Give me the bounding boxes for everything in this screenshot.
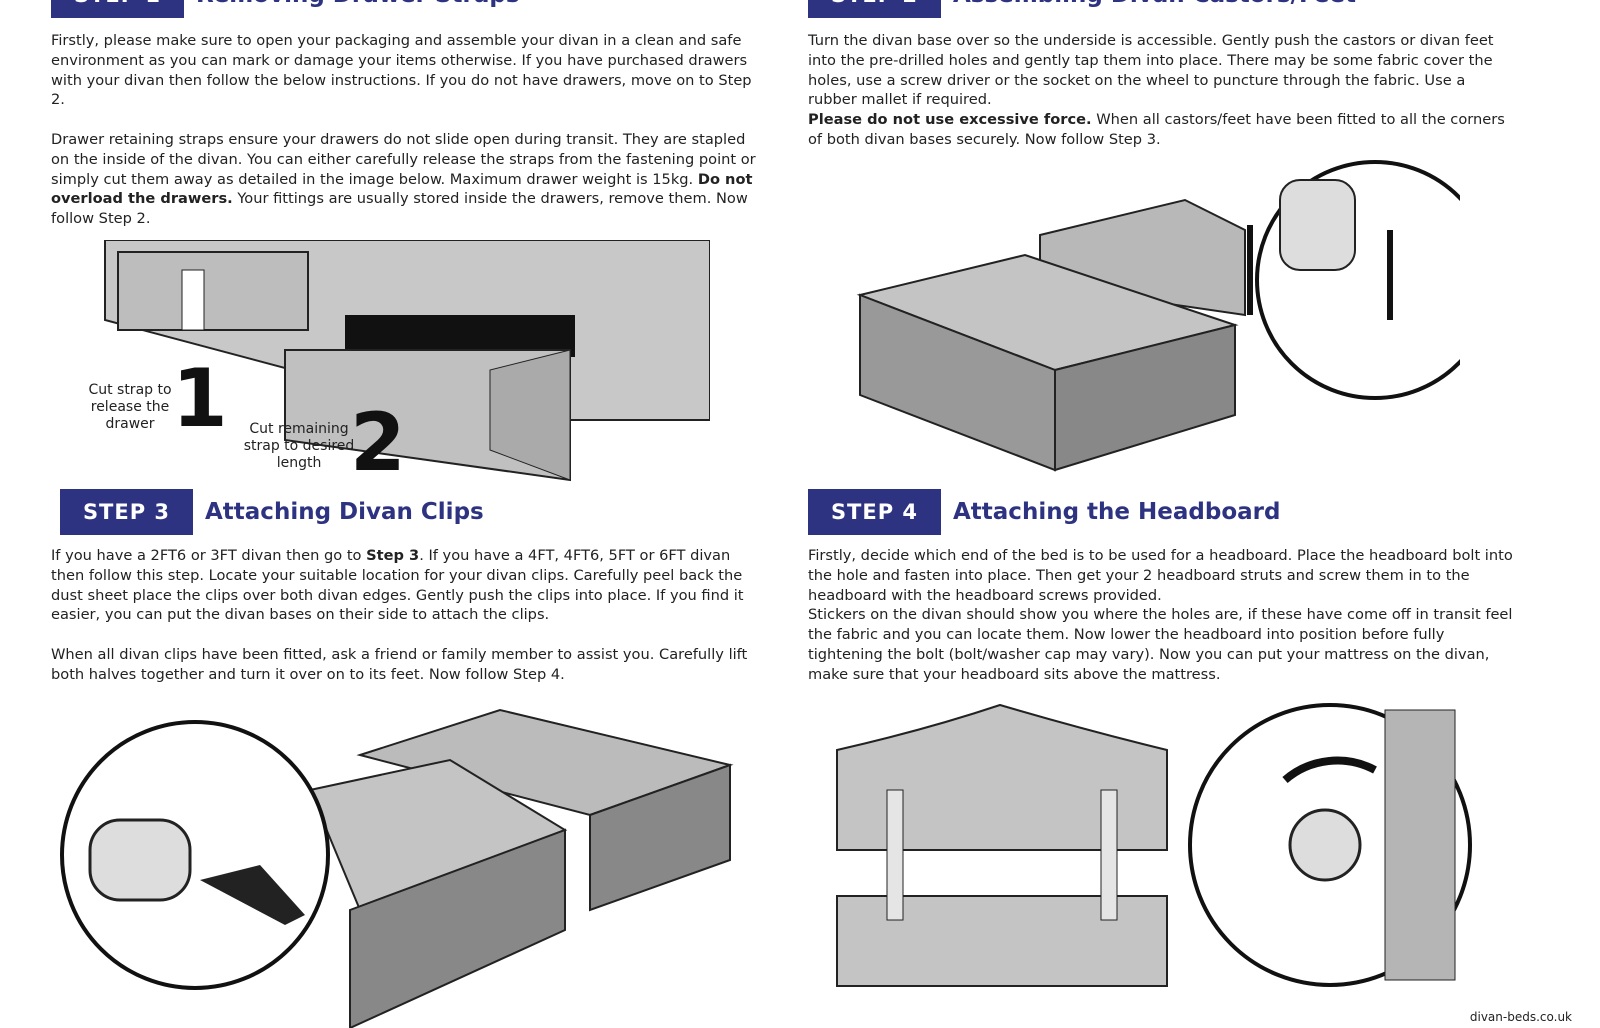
step1-text: Firstly, please make sure to open your p… bbox=[51, 31, 756, 229]
step3-para1: If you have a 2FT6 or 3FT divan then go … bbox=[51, 546, 761, 625]
step1-header: STEP 1 Removing Drawer Straps bbox=[51, 0, 520, 18]
step2-para1: Turn the divan base over so the undersid… bbox=[808, 32, 1494, 109]
step1-para2: Drawer retaining straps ensure your draw… bbox=[51, 130, 756, 229]
step3-text: If you have a 2FT6 or 3FT divan then go … bbox=[51, 546, 761, 685]
step3-para2: When all divan clips have been fitted, a… bbox=[51, 645, 748, 683]
step2-warning: Please do not use excessive force. bbox=[808, 111, 1092, 129]
step4-badge: STEP 4 bbox=[808, 489, 941, 535]
drawer-diagram bbox=[104, 240, 710, 482]
step3-title: Attaching Divan Clips bbox=[205, 499, 484, 525]
step4-para2: Stickers on the divan should show you wh… bbox=[808, 606, 1513, 683]
step3-para1-c: . If you have a 4FT, 4FT6, 5FT or 6FT di… bbox=[51, 547, 744, 624]
step1-label2: Cut remaining strap to desired length bbox=[243, 421, 355, 471]
step1-number2: 2 bbox=[350, 396, 406, 489]
step4-para1: Firstly, decide which end of the bed is … bbox=[808, 547, 1513, 604]
step3-badge: STEP 3 bbox=[60, 489, 193, 535]
step1-title: Removing Drawer Straps bbox=[196, 0, 520, 8]
footer-url: divan-beds.co.uk bbox=[1469, 1010, 1572, 1024]
step2-badge: STEP 2 bbox=[808, 0, 941, 18]
headboard-diagram bbox=[836, 703, 1472, 987]
step2-text: Turn the divan base over so the undersid… bbox=[808, 31, 1508, 150]
step2-para2: Please do not use excessive force. When … bbox=[808, 110, 1508, 150]
castors-diagram bbox=[856, 160, 1460, 472]
step2-header: STEP 2 Assembling Divan Castors/Feet bbox=[808, 0, 1356, 18]
step1-badge: STEP 1 bbox=[51, 0, 184, 18]
step1-number1: 1 bbox=[172, 352, 228, 445]
step1-para1: Firstly, please make sure to open your p… bbox=[51, 32, 752, 109]
step2-para2-b: When all castors/feet have been fitted t… bbox=[808, 111, 1505, 148]
step4-text: Firstly, decide which end of the bed is … bbox=[808, 546, 1518, 685]
step3-bold-step: Step 3 bbox=[366, 547, 420, 564]
step1-para2-c: Your fittings are usually stored inside … bbox=[51, 190, 748, 228]
step1-label1: Cut strap to release the drawer bbox=[88, 382, 172, 432]
step3-para1-a: If you have a 2FT6 or 3FT divan then go … bbox=[51, 547, 367, 564]
step3-header: STEP 3 Attaching Divan Clips bbox=[60, 489, 484, 535]
step4-header: STEP 4 Attaching the Headboard bbox=[808, 489, 1280, 535]
clips-diagram bbox=[60, 708, 734, 1028]
step4-title: Attaching the Headboard bbox=[953, 499, 1281, 525]
step1-warning: Do not overload the drawers. bbox=[51, 170, 753, 208]
step1-para2-a: Drawer retaining straps ensure your draw… bbox=[51, 130, 756, 188]
step2-title: Assembling Divan Castors/Feet bbox=[953, 0, 1356, 8]
